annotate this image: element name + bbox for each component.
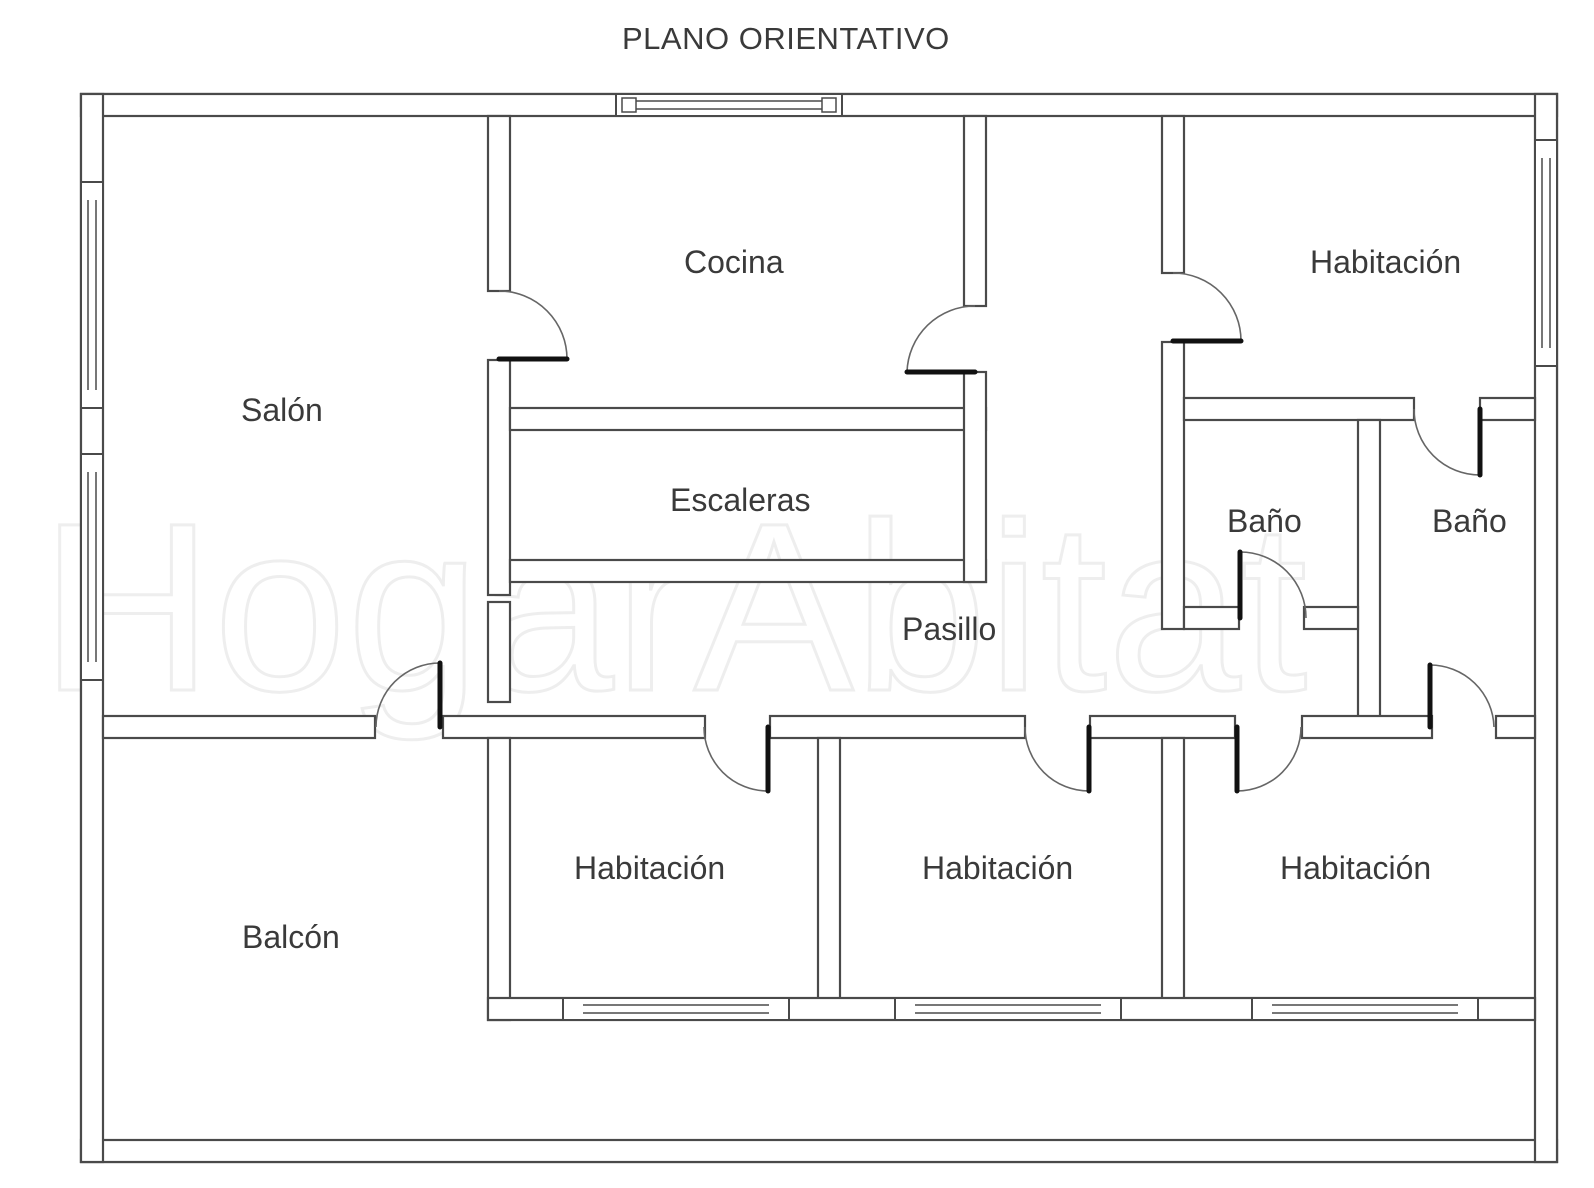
door-bano-2-lower: [1427, 662, 1495, 730]
door-cocina-pasillo: [904, 305, 978, 375]
windows: [80, 93, 1558, 1021]
door-habitacion-s2: [1024, 724, 1092, 794]
door-habitacion-s1: [703, 724, 771, 794]
label-habitacion-s2: Habitación: [922, 850, 1073, 886]
label-balcon: Balcón: [242, 919, 340, 955]
label-salon: Salón: [241, 392, 323, 428]
door-habitacion-s3: [1234, 724, 1302, 794]
door-bano-2: [1413, 406, 1483, 478]
label-habitacion-s3: Habitación: [1280, 850, 1431, 886]
door-bano-1: [1237, 549, 1307, 621]
plan-title: PLANO ORIENTATIVO: [622, 21, 950, 56]
window-south-habitacion-3: [1251, 997, 1479, 1021]
label-habitacion-s1: Habitación: [574, 850, 725, 886]
door-habitacion-ne: [1170, 272, 1244, 344]
window-south-habitacion-2: [894, 997, 1122, 1021]
label-bano-1: Baño: [1227, 503, 1302, 539]
window-west-salon-lower: [80, 453, 104, 681]
door-salon-pasillo: [375, 660, 443, 730]
window-east-habitacion: [1534, 139, 1558, 367]
room-labels: Salón Cocina Escaleras Habitación Baño B…: [241, 244, 1507, 955]
window-west-salon-upper: [80, 181, 104, 409]
watermark-logo: HogarAbitat: [40, 473, 1307, 741]
door-salon-cocina: [496, 290, 570, 362]
label-habitacion-ne: Habitación: [1310, 244, 1461, 280]
window-north-cocina: [615, 93, 843, 117]
doors: [375, 272, 1495, 794]
label-bano-2: Baño: [1432, 503, 1507, 539]
label-cocina: Cocina: [684, 244, 784, 280]
label-escaleras: Escaleras: [670, 482, 811, 518]
label-pasillo: Pasillo: [902, 611, 996, 647]
window-south-habitacion-1: [562, 997, 790, 1021]
